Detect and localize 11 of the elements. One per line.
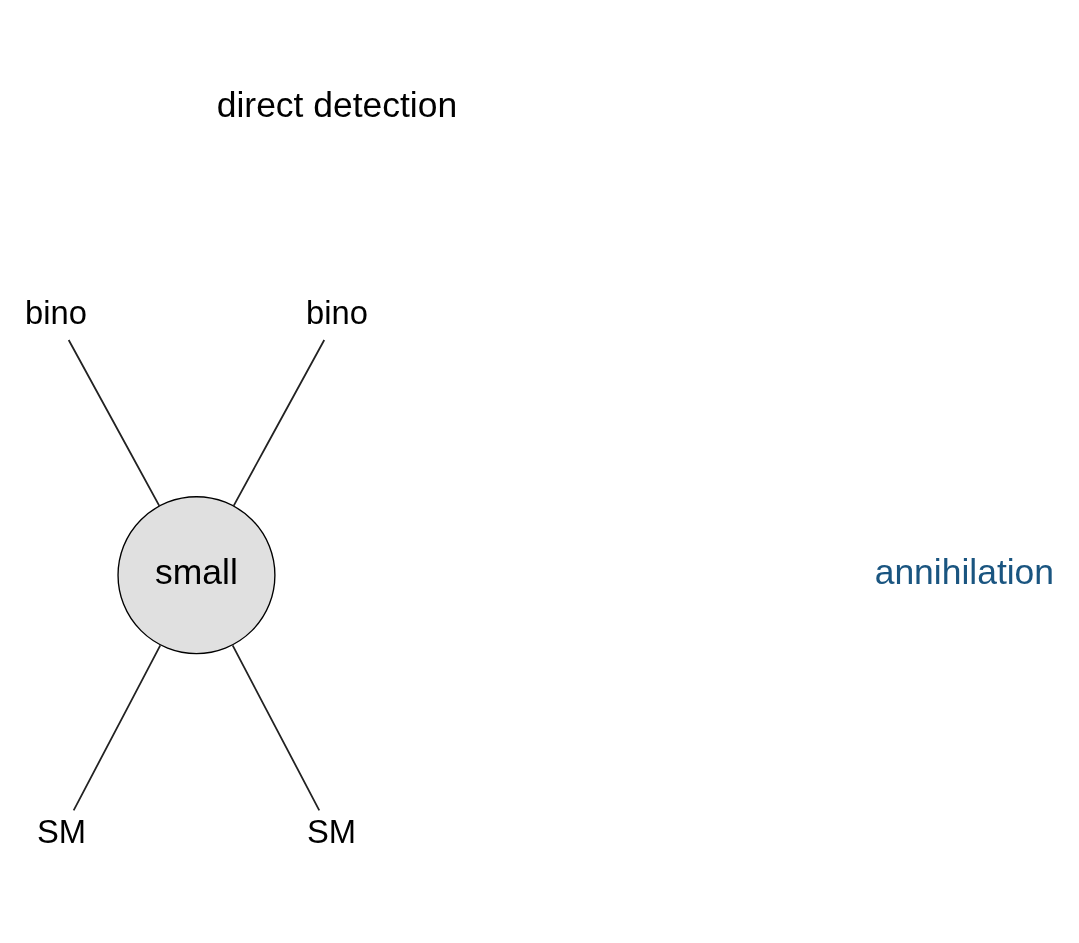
node-text: bino: [306, 293, 368, 331]
label: annihilation: [874, 551, 1055, 592]
label: direct detection: [216, 85, 458, 126]
node-text: SM: [306, 813, 357, 851]
node-text: SM: [36, 813, 86, 851]
connector: [67, 339, 161, 507]
connector: [232, 339, 326, 507]
node-circle: small: [117, 496, 276, 655]
connector: [72, 644, 162, 812]
node-text: bino: [25, 293, 87, 331]
connector: [231, 644, 321, 812]
